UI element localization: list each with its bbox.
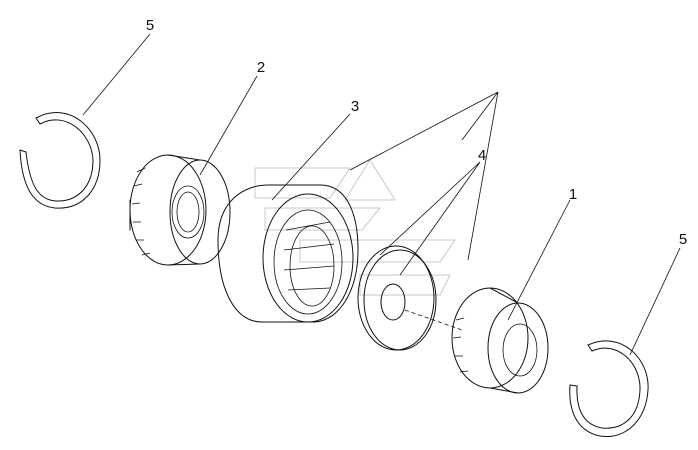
callout-1: 1 [569,186,577,203]
splined-gear [129,154,231,266]
callout-5-left: 5 [146,17,154,34]
watermark-logo [254,159,456,296]
leader-lines [82,33,681,356]
callout-2: 2 [257,59,265,76]
hub-gear [451,287,549,394]
retaining-ring-right [569,340,649,437]
callout-5-right: 5 [679,231,687,248]
thrust-washer [357,245,463,351]
callout-4: 4 [478,147,486,164]
clutch-housing [217,184,359,323]
retaining-ring-left [19,112,101,209]
callout-3: 3 [351,98,359,115]
